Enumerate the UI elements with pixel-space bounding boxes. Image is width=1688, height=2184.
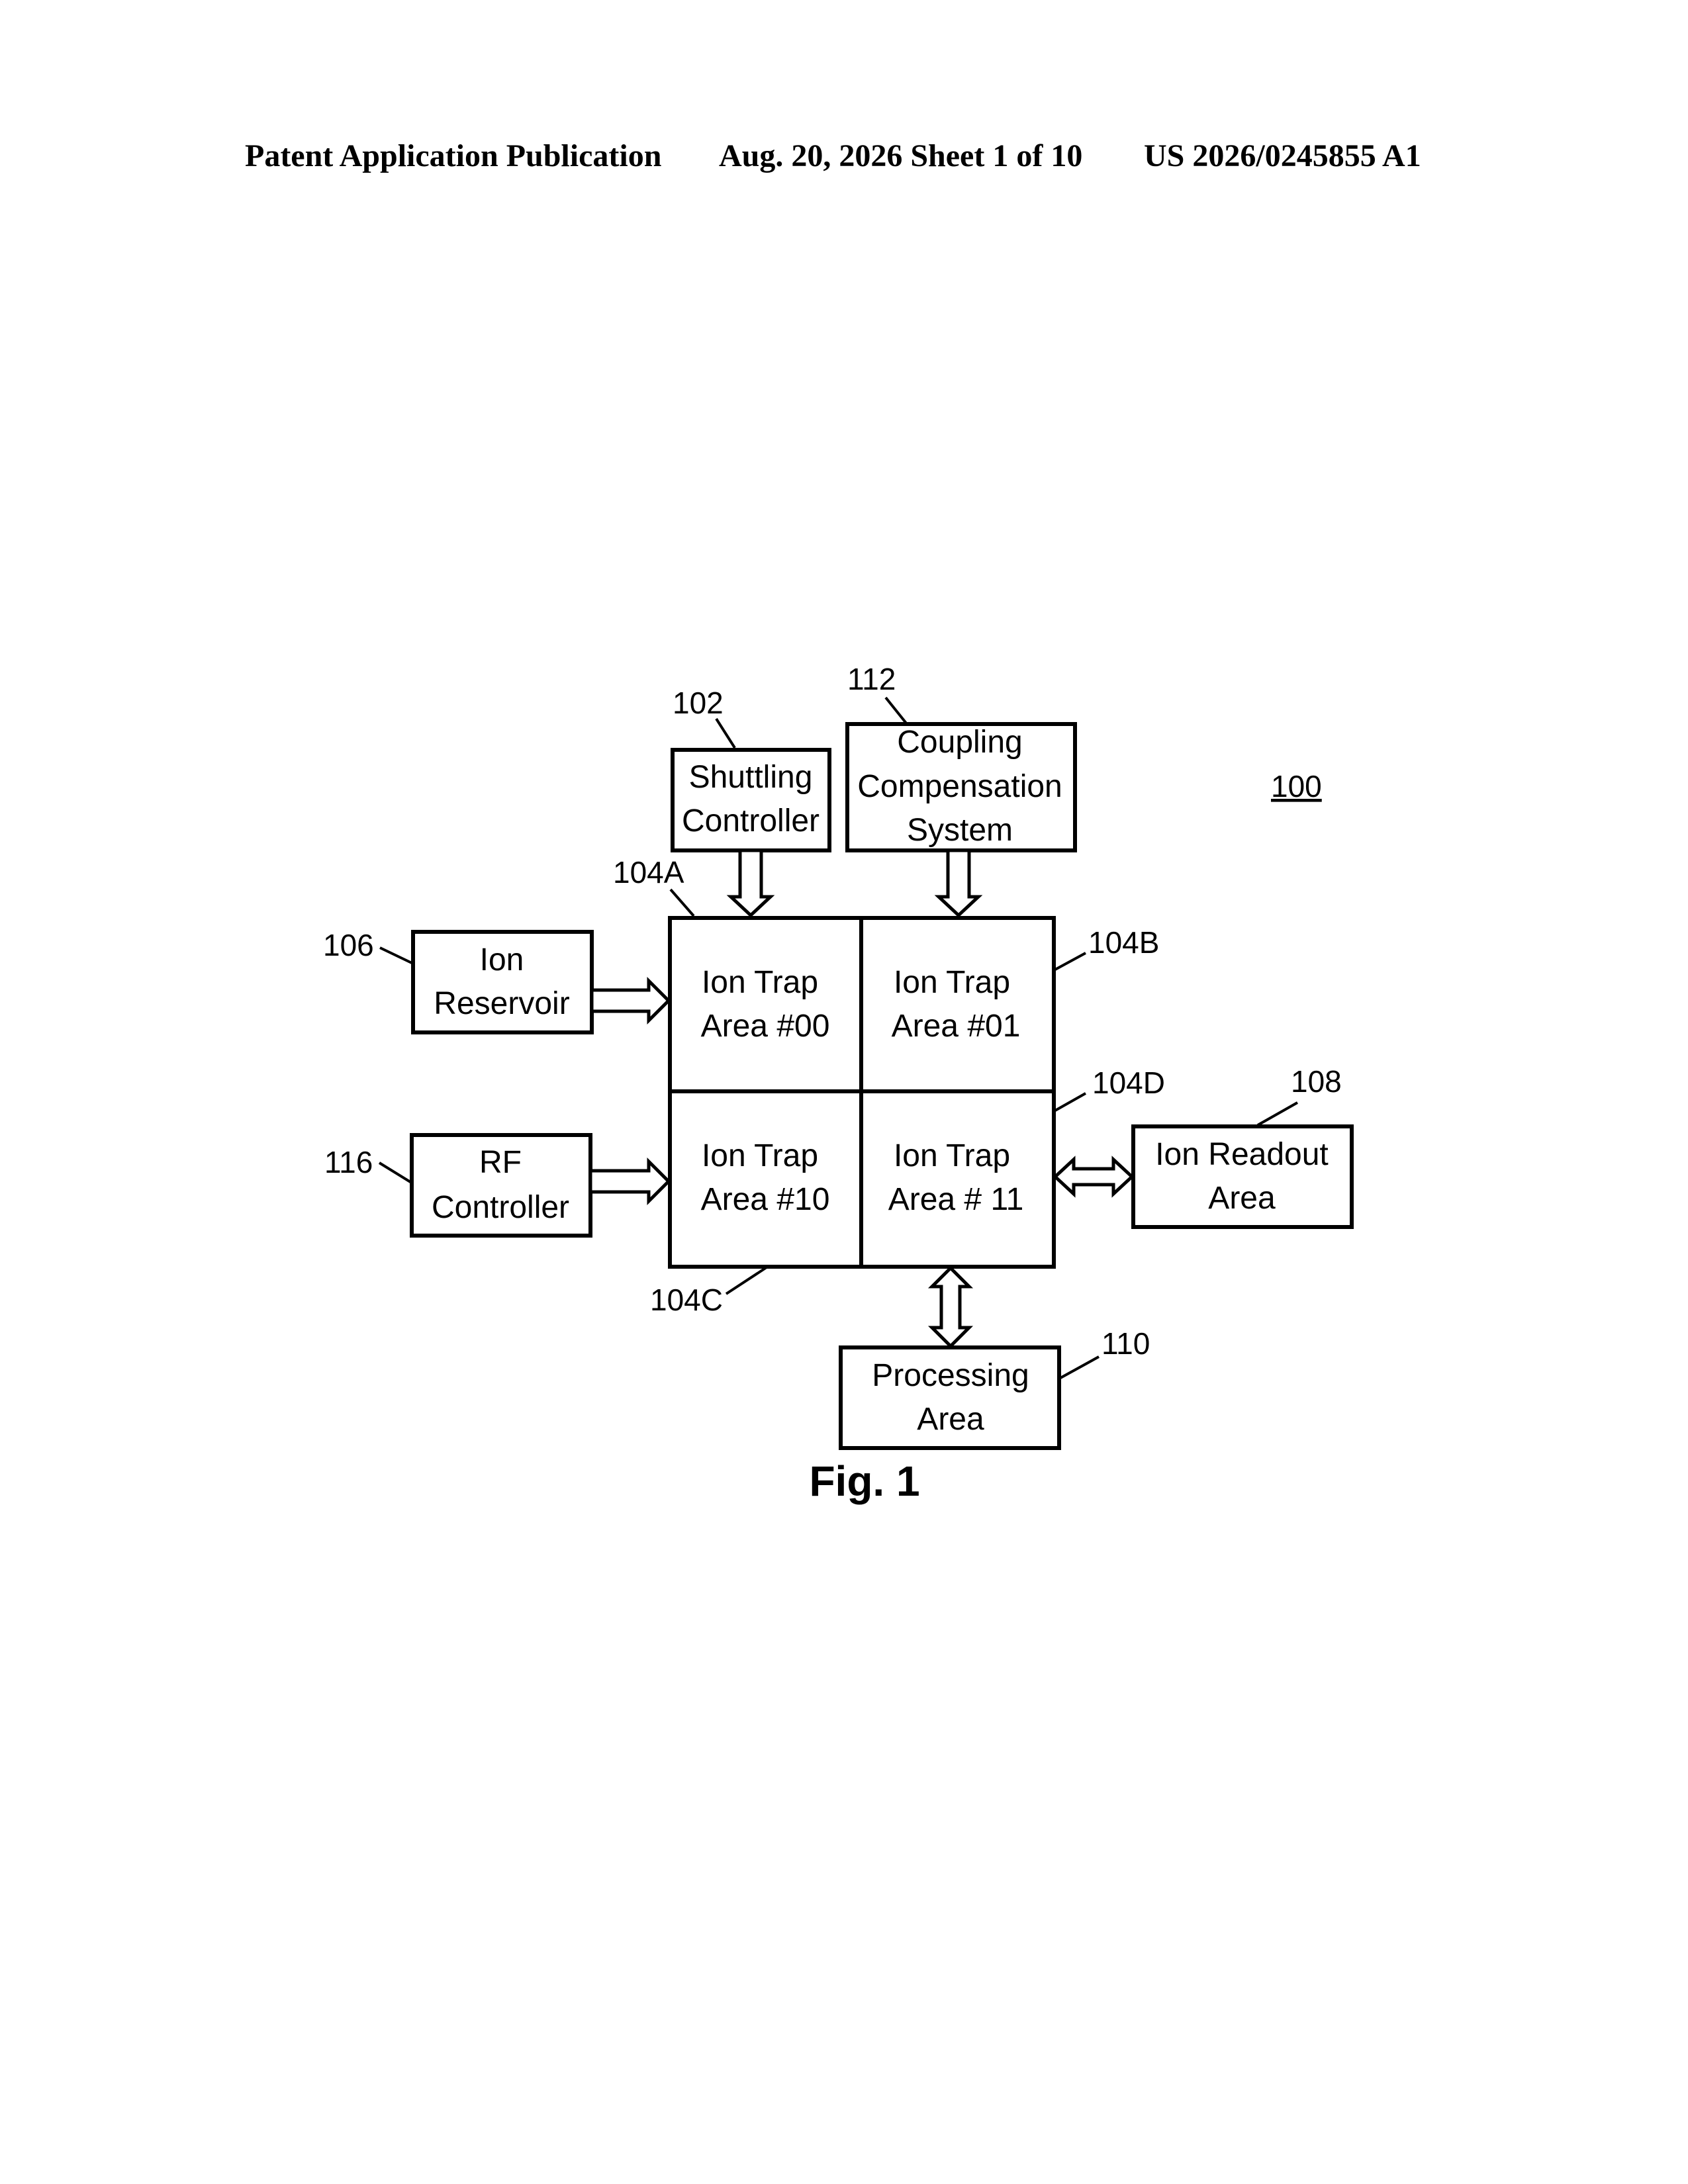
shuttling-controller-line1: Shuttling bbox=[689, 760, 813, 795]
leader-104c bbox=[726, 1267, 767, 1294]
ion-readout-line1: Ion Readout bbox=[1155, 1137, 1329, 1172]
processing-area-line1: Processing bbox=[872, 1358, 1029, 1393]
arrow-trap-readout-bidirectional bbox=[1055, 1160, 1132, 1194]
arrow-shuttling-to-trap bbox=[731, 850, 771, 915]
trap-11-line2: Area # 11 bbox=[888, 1182, 1024, 1217]
ref-104c: 104C bbox=[650, 1283, 723, 1317]
leader-108 bbox=[1258, 1103, 1297, 1125]
leader-104d bbox=[1055, 1093, 1086, 1111]
ref-108: 108 bbox=[1291, 1064, 1342, 1099]
figure-label: Fig. 1 bbox=[809, 1457, 919, 1505]
trap-01-line2: Area #01 bbox=[892, 1009, 1021, 1044]
rf-controller-line1: RF bbox=[479, 1145, 522, 1180]
ref-102: 102 bbox=[673, 686, 724, 720]
arrow-reservoir-to-trap bbox=[592, 981, 669, 1021]
arrow-coupling-to-trap bbox=[939, 850, 978, 915]
ref-116: 116 bbox=[324, 1145, 373, 1179]
coupling-compensation-line3: System bbox=[907, 813, 1013, 848]
trap-01-line1: Ion Trap bbox=[894, 965, 1010, 1000]
rf-controller-line2: Controller bbox=[432, 1190, 569, 1225]
leader-104b bbox=[1055, 953, 1086, 970]
trap-00-line1: Ion Trap bbox=[702, 965, 818, 1000]
leader-112 bbox=[886, 698, 907, 724]
leader-116 bbox=[379, 1163, 410, 1182]
trap-10-line2: Area #10 bbox=[701, 1182, 830, 1217]
shuttling-controller-line2: Controller bbox=[682, 803, 820, 839]
ref-106: 106 bbox=[323, 928, 374, 962]
trap-00-line2: Area #00 bbox=[701, 1009, 830, 1044]
ref-104b: 104B bbox=[1088, 925, 1159, 960]
coupling-compensation-line1: Coupling bbox=[897, 725, 1022, 760]
leader-106 bbox=[380, 948, 412, 963]
leader-110 bbox=[1060, 1357, 1099, 1378]
coupling-compensation-line2: Compensation bbox=[857, 769, 1062, 804]
ref-110: 110 bbox=[1102, 1326, 1150, 1361]
arrow-trap-processing-bidirectional bbox=[932, 1268, 969, 1346]
leader-104a bbox=[671, 889, 694, 916]
ion-reservoir-line2: Reservoir bbox=[434, 986, 569, 1021]
ref-112: 112 bbox=[847, 662, 896, 696]
ref-100: 100 bbox=[1271, 769, 1322, 803]
arrow-rf-to-trap bbox=[590, 1161, 669, 1201]
trap-11-line1: Ion Trap bbox=[894, 1138, 1010, 1173]
ion-reservoir-line1: Ion bbox=[480, 942, 524, 978]
ref-104a: 104A bbox=[613, 855, 684, 889]
ref-104d: 104D bbox=[1092, 1066, 1165, 1100]
leader-102 bbox=[716, 719, 735, 748]
ion-readout-line2: Area bbox=[1208, 1181, 1276, 1216]
trap-10-line1: Ion Trap bbox=[702, 1138, 818, 1173]
processing-area-line2: Area bbox=[917, 1402, 984, 1437]
